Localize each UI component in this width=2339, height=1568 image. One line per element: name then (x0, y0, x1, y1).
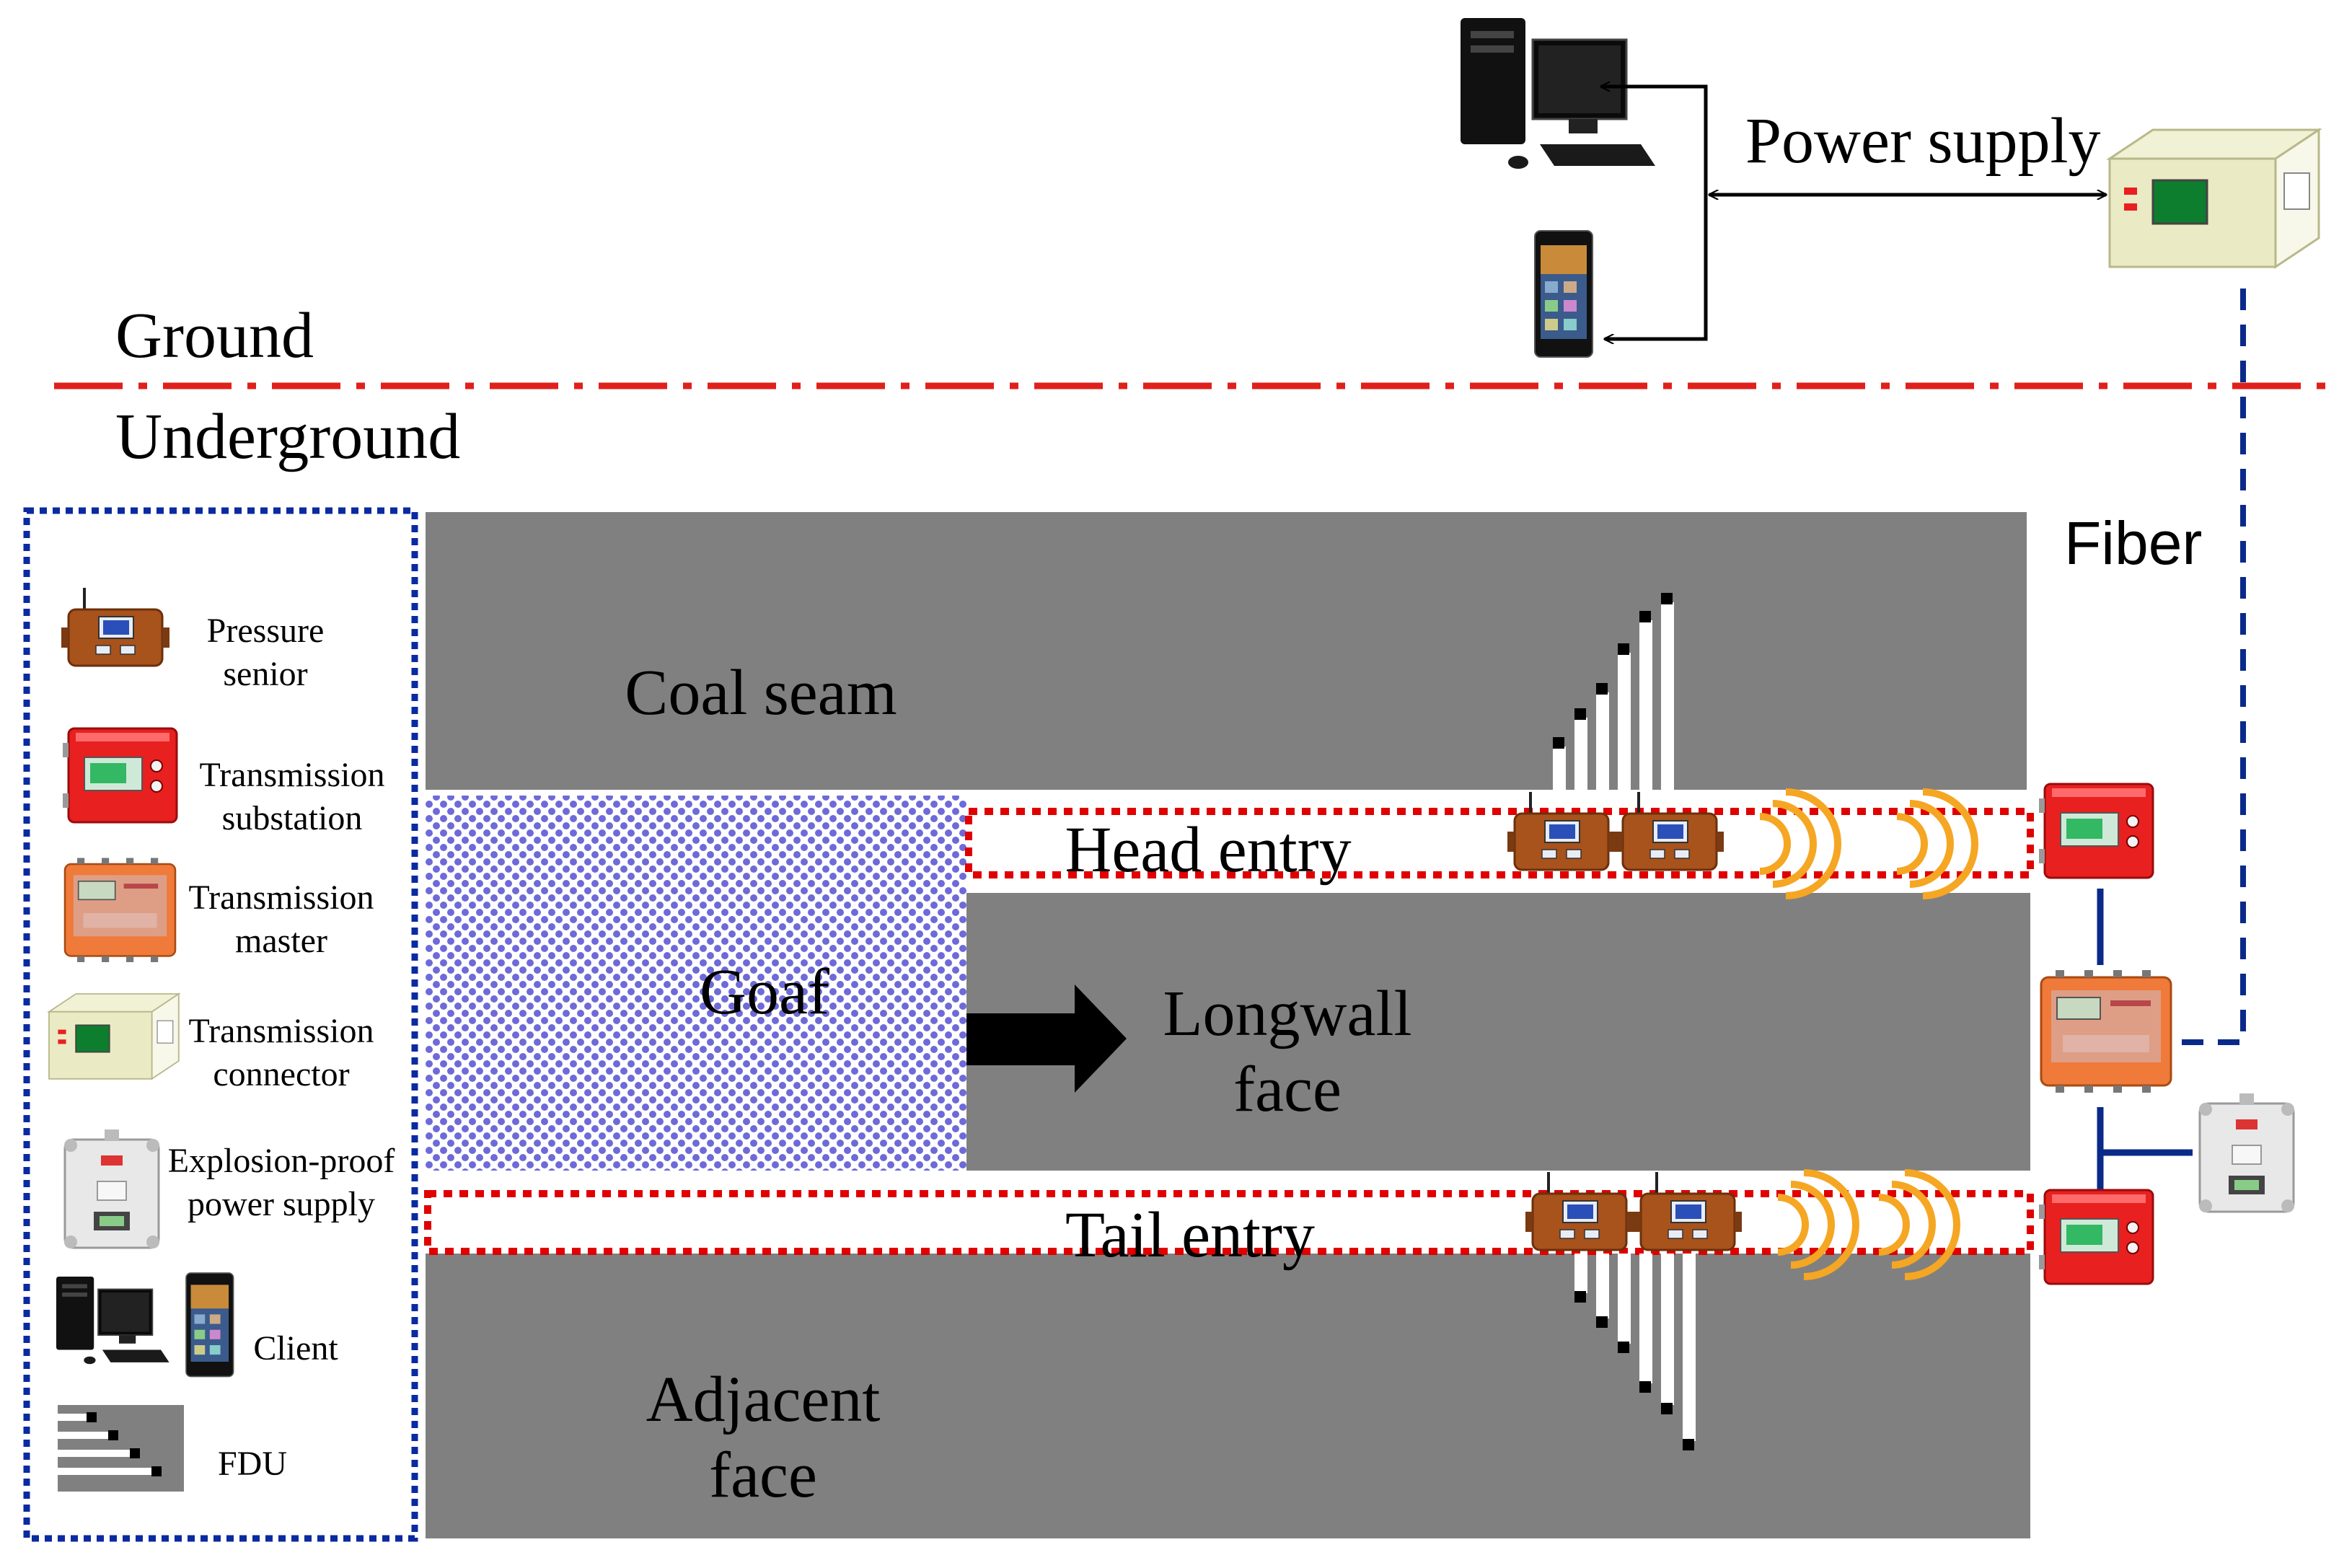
client-connection-lines (1601, 87, 2106, 339)
head-entry-label: Head entry (1065, 814, 1351, 886)
legend-transmission-substation-label-1: Transmission (200, 756, 385, 794)
legend-smartphone-icon (185, 1272, 234, 1378)
transmission-connector-icon (2108, 128, 2320, 268)
legend-transmission-master-icon (63, 857, 177, 964)
legend-transmission-substation-icon (61, 727, 178, 824)
legend-pressure-sensor-label-2: senior (223, 655, 307, 693)
desktop-computer-icon (1459, 17, 1657, 170)
adjacent-face-label-1: Adjacent (646, 1364, 881, 1435)
adjacent-face-label-2: face (709, 1440, 817, 1511)
legend-transmission-connector-label-1: Transmission (189, 1012, 374, 1050)
coal-seam-block (426, 512, 2027, 790)
legend-transmission-connector-label-2: connector (213, 1055, 349, 1093)
longwall-face-label-1: Longwall (1163, 978, 1412, 1049)
pressure-sensor-icon (1614, 790, 1725, 871)
transmission-substation-icon (2038, 783, 2154, 879)
legend-fdu-icon (58, 1405, 184, 1492)
adjacent-face-block (426, 1254, 2030, 1538)
legend-pressure-sensor-label-1: Pressure (207, 612, 325, 650)
transmission-substation-icon (2038, 1189, 2154, 1285)
pressure-sensor-icon (1524, 1171, 1635, 1251)
longwall-face-label-2: face (1233, 1054, 1342, 1125)
legend-fdu-label: FDU (218, 1445, 287, 1483)
legend-explosion-proof-power-supply-icon (63, 1128, 161, 1250)
legend-client-label: Client (253, 1329, 338, 1367)
explosion-proof-power-supply-icon (2198, 1092, 2296, 1214)
coal-seam-label: Coal seam (625, 657, 897, 728)
fiber-label: Fiber (2064, 509, 2202, 577)
legend-transmission-connector-icon (48, 993, 180, 1080)
network-links (2097, 889, 2193, 1190)
underground-label: Underground (115, 401, 460, 472)
tail-entry-label: Tail entry (1065, 1199, 1315, 1271)
pressure-sensor-icon (1632, 1171, 1743, 1251)
legend-transmission-substation-label-2: substation (222, 799, 363, 837)
tail-entry (424, 1190, 2034, 1255)
ground-label: Ground (115, 300, 314, 371)
smartphone-icon (1534, 230, 1593, 358)
advance-arrow (966, 985, 1127, 1093)
goaf-label: Goaf (700, 956, 829, 1028)
head-entry (965, 808, 2034, 878)
goaf-area (426, 796, 966, 1171)
power-supply-label: Power supply (1745, 105, 2101, 177)
legend-explosion-proof-label-1: Explosion-proof (168, 1142, 395, 1180)
fiber-line (2164, 289, 2246, 1045)
longwall-face-block (966, 893, 2030, 1171)
legend-transmission-master-label-2: master (235, 922, 327, 960)
fdu-tail-entry (1574, 1254, 1696, 1450)
legend-explosion-proof-label-2: power supply (188, 1185, 375, 1223)
transmission-master-icon (2040, 969, 2172, 1094)
fdu-head-entry (1553, 593, 1674, 790)
legend-transmission-master-label-1: Transmission (189, 878, 374, 917)
pressure-sensor-icon (1506, 790, 1617, 871)
